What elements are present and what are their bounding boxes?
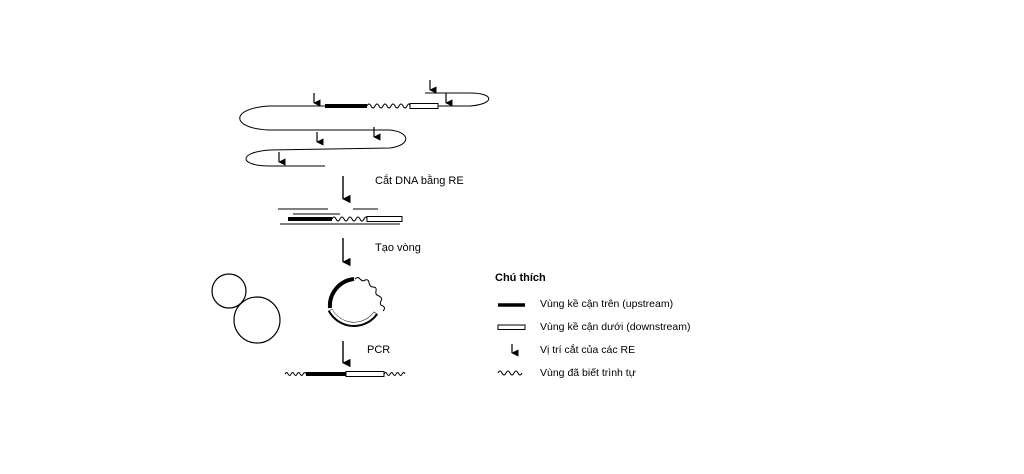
step-label-pcr: PCR — [367, 344, 391, 356]
downstream-segment-inner — [329, 309, 377, 326]
known-sequence-wave — [284, 372, 307, 376]
known-sequence-wave — [354, 277, 385, 312]
step-label-circularize: Tạo vòng — [375, 242, 421, 254]
legend-label-re-cut: Vị trí cắt của các RE — [540, 344, 636, 356]
known-sequence-wave — [383, 372, 406, 376]
pcr-product — [284, 371, 406, 377]
open-bar-icon — [497, 324, 526, 330]
wavy-line-icon — [497, 370, 523, 376]
legend-label-downstream: Vùng kề cận dưới (downstream) — [540, 321, 691, 333]
circular-dna — [211, 273, 385, 344]
step-label-cut: Cắt DNA bằng RE — [375, 175, 464, 187]
legend-symbols — [497, 303, 526, 376]
downstream-segment — [366, 216, 403, 222]
legend-title: Chú thích — [495, 272, 546, 284]
large-circle — [233, 296, 281, 344]
upstream-segment — [327, 277, 355, 309]
dna-strand-right — [425, 92, 490, 107]
downstream-segment — [409, 103, 439, 109]
small-circle — [211, 273, 247, 309]
legend-label-known-sequence: Vùng đã biết trình tự — [540, 367, 636, 379]
digested-fragments — [278, 208, 403, 225]
dna-strand — [239, 105, 407, 167]
genomic-dna — [239, 92, 490, 167]
re-cut-sites — [278, 80, 453, 166]
downstream-segment — [345, 371, 385, 377]
known-sequence-wave — [366, 103, 411, 109]
legend-label-upstream: Vùng kề cận trên (upstream) — [540, 298, 674, 310]
known-sequence-wave — [331, 216, 368, 222]
